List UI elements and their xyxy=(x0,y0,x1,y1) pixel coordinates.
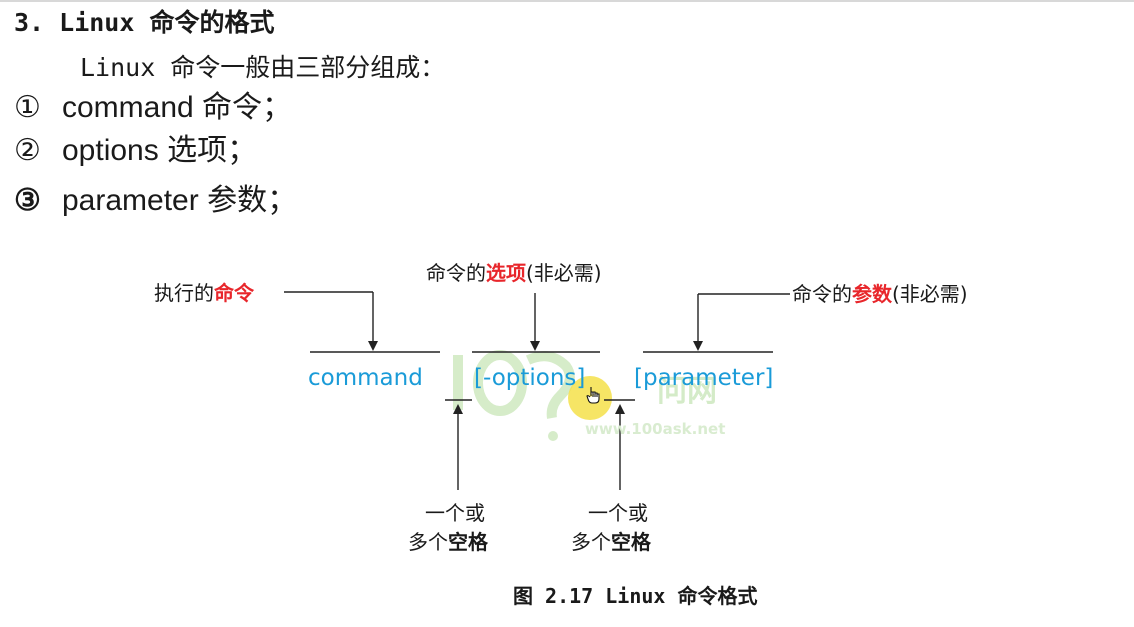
note-prefix: 多个 xyxy=(571,530,611,554)
list-number: ② xyxy=(14,134,41,167)
space-note-1-line2: 多个空格 xyxy=(408,529,488,555)
list-item: ③ parameter 参数； xyxy=(14,183,297,219)
parameter-label: 命令的参数(非必需) xyxy=(792,281,968,307)
top-border xyxy=(0,0,1134,2)
hand-cursor-icon xyxy=(586,387,600,404)
space-note-2-line1: 一个或 xyxy=(588,501,648,525)
intro-text: Linux 命令一般由三部分组成： xyxy=(80,53,446,82)
list-text: command 命令； xyxy=(62,91,293,124)
figure-caption: 图 2.17 Linux 命令格式 xyxy=(513,584,758,608)
space-note-1-line1: 一个或 xyxy=(425,501,485,525)
label-prefix: 执行的 xyxy=(154,281,214,305)
list-number: ① xyxy=(14,91,41,124)
note-bold: 空格 xyxy=(611,530,651,554)
label-highlight: 参数 xyxy=(852,282,892,306)
arrowhead xyxy=(530,341,540,351)
watermark-logo xyxy=(453,350,575,441)
syntax-command: command xyxy=(308,365,423,391)
list-item: ② options 选项； xyxy=(14,133,257,169)
arrowhead xyxy=(453,404,463,414)
list-text: options 选项； xyxy=(62,134,258,167)
note-prefix: 多个 xyxy=(408,530,448,554)
label-highlight: 命令 xyxy=(214,281,254,305)
list-number: ③ xyxy=(14,184,41,217)
list-text: parameter 参数； xyxy=(62,184,298,217)
label-suffix: (非必需) xyxy=(526,261,602,285)
options-label: 命令的选项(非必需) xyxy=(426,260,602,286)
arrowhead xyxy=(615,404,625,414)
section-heading: 3. Linux 命令的格式 xyxy=(14,8,275,37)
syntax-parameter: [parameter] xyxy=(634,365,774,391)
watermark-text: 问网 xyxy=(657,374,717,409)
list-item: ① command 命令； xyxy=(14,90,292,126)
label-highlight: 选项 xyxy=(486,261,526,285)
label-prefix: 命令的 xyxy=(426,261,486,285)
label-prefix: 命令的 xyxy=(792,282,852,306)
syntax-options: [-options] xyxy=(474,365,586,391)
label-suffix: (非必需) xyxy=(892,282,968,306)
arrowhead xyxy=(368,341,378,351)
note-bold: 空格 xyxy=(448,530,488,554)
watermark-url: www.100ask.net xyxy=(585,420,726,438)
space-note-2-line2: 多个空格 xyxy=(571,529,651,555)
command-label: 执行的命令 xyxy=(154,280,254,306)
arrowhead xyxy=(693,341,703,351)
